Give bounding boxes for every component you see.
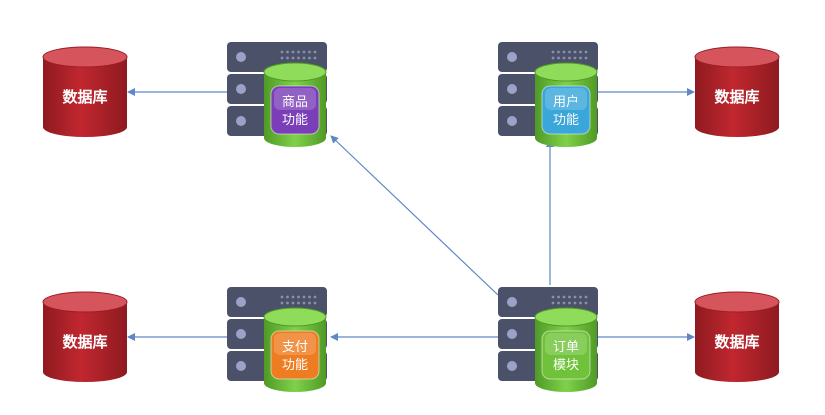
server-indicator-icon <box>507 361 517 371</box>
function-label-line2: 功能 <box>282 113 308 128</box>
database-label: 数据库 <box>62 88 107 106</box>
database-label: 数据库 <box>714 88 759 106</box>
server-indicator-icon <box>236 329 246 339</box>
database-label: 数据库 <box>714 333 759 351</box>
function-label-line1: 用户 <box>553 94 579 110</box>
server-indicator-icon <box>507 116 517 126</box>
database-cylinder: 数据库 <box>694 291 780 382</box>
databases: 数据库数据库数据库数据库 <box>42 46 780 382</box>
arrow-order-to-product <box>330 135 499 296</box>
database-cylinder: 数据库 <box>42 291 128 382</box>
database-cylinder: 数据库 <box>694 46 780 137</box>
database-cylinder: 数据库 <box>42 46 128 137</box>
server-indicator-icon <box>507 329 517 339</box>
function-label-line2: 模块 <box>553 358 579 373</box>
function-label-line1: 订单 <box>553 340 579 355</box>
function-label-line1: 支付 <box>282 340 308 355</box>
connection-arrows <box>127 88 695 341</box>
function-label-line2: 功能 <box>282 358 308 373</box>
server-indicator-icon <box>507 297 517 307</box>
server-indicator-icon <box>507 52 517 62</box>
function-label-line2: 功能 <box>553 113 579 128</box>
server-indicator-icon <box>507 84 517 94</box>
server-indicator-icon <box>236 116 246 126</box>
server-indicator-icon <box>236 297 246 307</box>
database-label: 数据库 <box>62 333 107 351</box>
server-indicator-icon <box>236 52 246 62</box>
server-indicator-icon <box>236 84 246 94</box>
function-label-line1: 商品 <box>282 95 308 110</box>
server-indicator-icon <box>236 361 246 371</box>
